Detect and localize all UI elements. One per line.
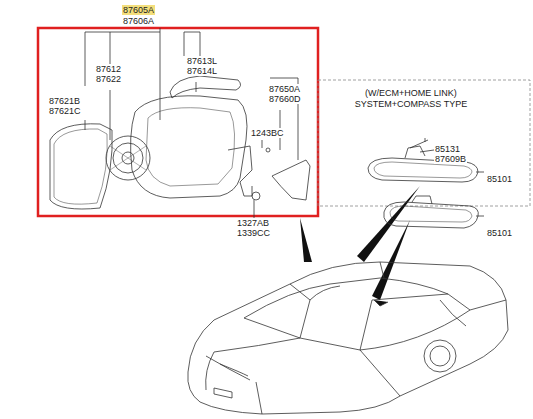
part-number: 87612 — [95, 64, 122, 74]
group-heading: (W/ECM+HOME LINK) SYSTEM+COMPASS TYPE — [322, 88, 500, 110]
part-number: 87609B — [434, 154, 467, 164]
part-number: 1339CC — [236, 228, 271, 238]
part-number: 85101 — [486, 228, 513, 238]
part-number: 87622 — [95, 74, 122, 84]
part-number: 87660D — [268, 94, 302, 104]
part-number: 87614L — [186, 66, 218, 76]
part-number: 1243BC — [250, 128, 285, 138]
part-number: 87621B — [48, 96, 81, 106]
part-number: 85131 — [434, 144, 461, 154]
part-number: 87650A — [268, 84, 301, 94]
part-number: 87613L — [186, 56, 218, 66]
option-group-box: (W/ECM+HOME LINK) SYSTEM+COMPASS TYPE 851… — [318, 80, 530, 206]
assembly-number: 87606A — [122, 16, 155, 26]
assembly-number: 87605A — [122, 5, 155, 15]
part-number: 85101 — [486, 174, 513, 184]
part-number: 1327AB — [236, 218, 270, 228]
part-number: 87621C — [48, 106, 82, 116]
